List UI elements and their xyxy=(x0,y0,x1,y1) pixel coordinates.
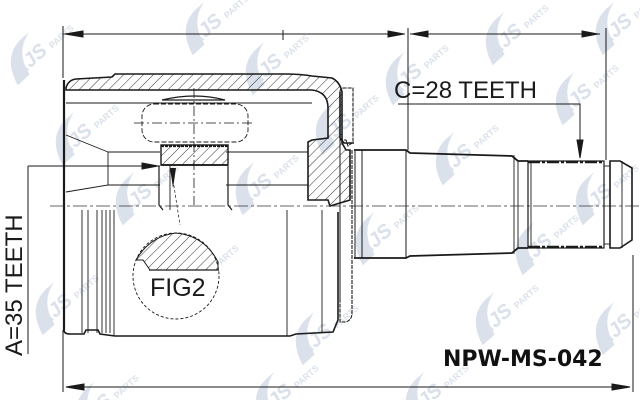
fig2-detail: FIG2 xyxy=(132,232,220,320)
stub-shaft xyxy=(354,149,633,259)
top-dimension-line xyxy=(62,26,607,160)
part-number-label: NPW-MS-042 xyxy=(443,347,603,372)
flange xyxy=(339,87,354,323)
bottom-dimension-line xyxy=(62,255,634,392)
fig2-label: FIG2 xyxy=(150,274,206,302)
tripod-roller xyxy=(134,88,254,226)
inner-spline-leader xyxy=(27,162,160,354)
outer-spline-label: C=28 TEETH xyxy=(394,77,537,104)
outer-spline-leader xyxy=(398,103,584,159)
joint-housing xyxy=(62,73,351,337)
inner-spline-label: A=35 TEETH xyxy=(1,214,28,356)
